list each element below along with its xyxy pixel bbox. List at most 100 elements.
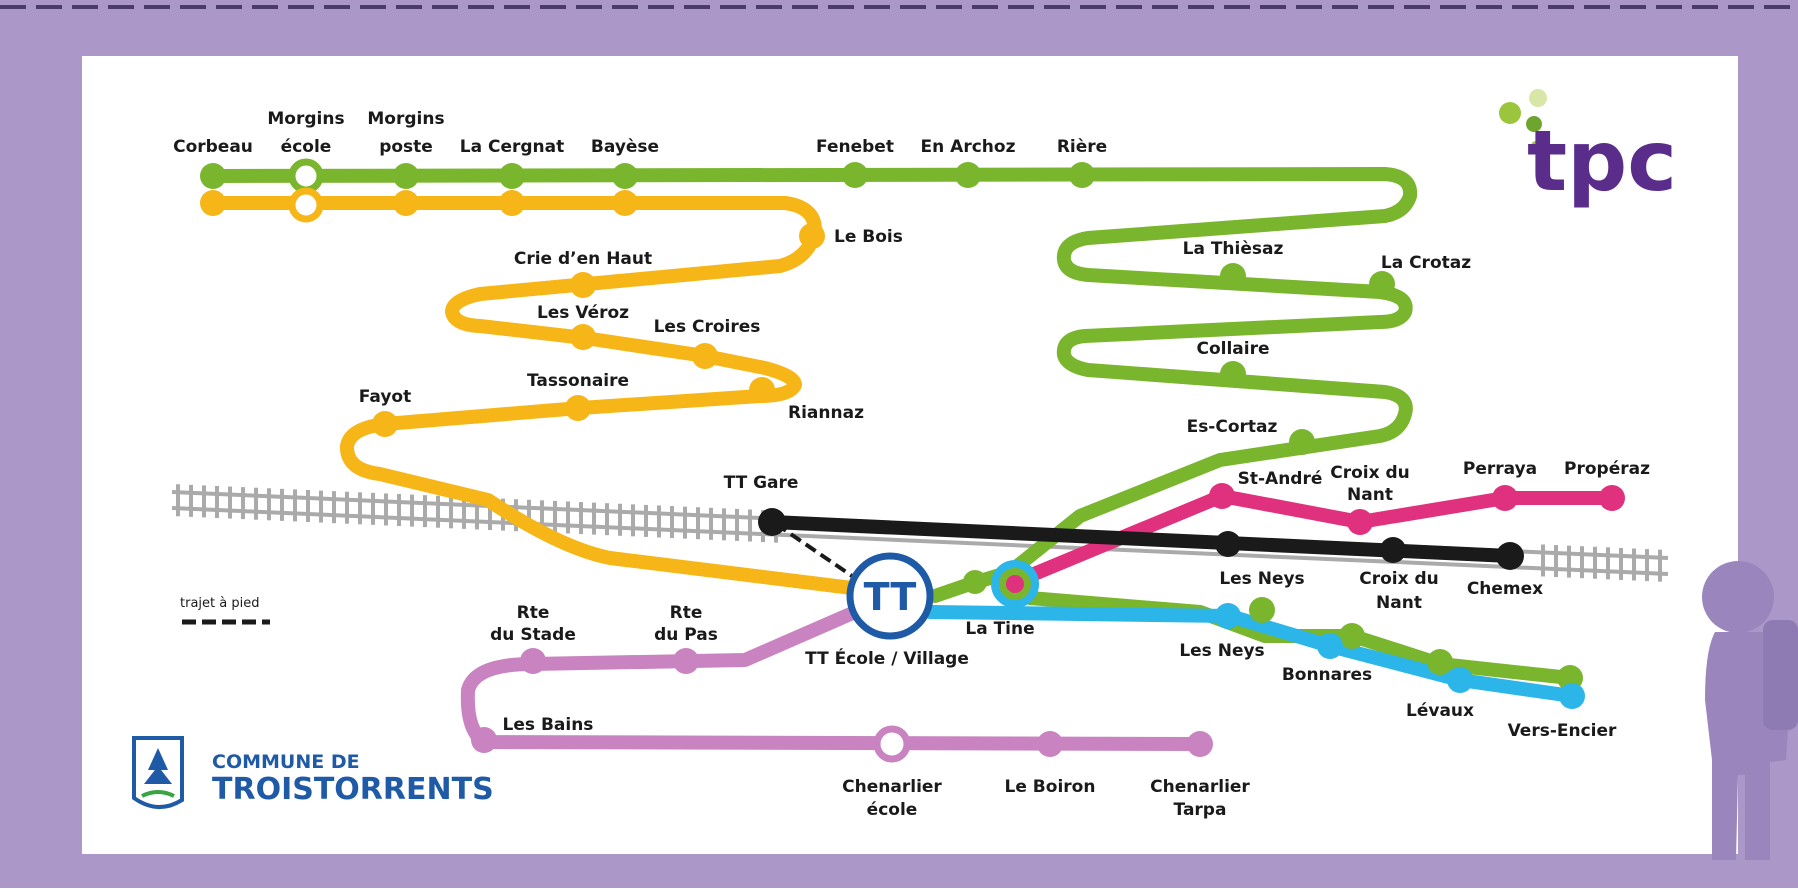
stop-properaz[interactable] bbox=[1599, 485, 1625, 511]
legend-walk-label: trajet à pied bbox=[180, 596, 259, 611]
logo-dot-3 bbox=[1526, 116, 1542, 132]
stop-rte-du-pas[interactable] bbox=[673, 648, 699, 674]
label-le-bois: Le Bois bbox=[834, 227, 903, 247]
label-corbeau: Corbeau bbox=[173, 137, 253, 157]
stop-les-croires[interactable] bbox=[692, 343, 718, 369]
label-tassonaire: Tassonaire bbox=[527, 371, 629, 391]
stop-fayot[interactable] bbox=[372, 411, 398, 437]
stop-le-boiron[interactable] bbox=[1037, 731, 1063, 757]
label-morgins-ecole-1: Morgins bbox=[267, 109, 344, 129]
stop-tt-gare[interactable] bbox=[758, 508, 786, 536]
stop-bonnares[interactable] bbox=[1317, 633, 1343, 659]
label-riannaz: Riannaz bbox=[788, 403, 864, 423]
label-chenarlier-tarpa-1: Chenarlier bbox=[1150, 777, 1250, 797]
stop-la-cergnat-orange[interactable] bbox=[499, 190, 525, 216]
label-rte-du-stade-1: Rte bbox=[517, 603, 550, 623]
stop-st-andre[interactable] bbox=[1209, 483, 1235, 509]
stop-collaire[interactable] bbox=[1220, 361, 1246, 387]
stop-riannaz[interactable] bbox=[749, 377, 775, 403]
stop-bayese-orange[interactable] bbox=[612, 190, 638, 216]
label-les-veroz: Les Véroz bbox=[537, 303, 629, 323]
stop-le-bois[interactable] bbox=[799, 223, 825, 249]
stop-la-tine-center bbox=[1006, 575, 1024, 593]
label-rte-du-stade-2: du Stade bbox=[490, 625, 576, 645]
label-le-boiron: Le Boiron bbox=[1005, 777, 1096, 797]
tpc-logo-text: tpc bbox=[1527, 112, 1677, 210]
label-les-croires: Les Croires bbox=[654, 317, 761, 337]
stop-les-neys-black[interactable] bbox=[1215, 531, 1241, 557]
stop-chenarlier-ecole[interactable] bbox=[873, 725, 911, 763]
stop-la-crotaz[interactable] bbox=[1369, 271, 1395, 297]
stop-les-neys-bottom[interactable] bbox=[1215, 603, 1241, 629]
stop-la-cergnat[interactable] bbox=[499, 163, 525, 189]
stop-levaux[interactable] bbox=[1447, 667, 1473, 693]
stop-croix-du-nant-bottom[interactable] bbox=[1380, 537, 1406, 563]
label-croix-du-nant-top-1: Croix du bbox=[1330, 463, 1410, 483]
stop-les-neys-top[interactable] bbox=[1249, 597, 1275, 623]
label-croix-du-nant-bottom-1: Croix du bbox=[1359, 569, 1439, 589]
label-bonnares: Bonnares bbox=[1282, 665, 1372, 685]
tt-hub-ring bbox=[846, 552, 934, 640]
logo-dot-1 bbox=[1529, 89, 1547, 107]
label-st-andre: St-André bbox=[1238, 469, 1323, 489]
stops-black bbox=[758, 508, 1524, 570]
logo-dot-4 bbox=[1531, 141, 1541, 151]
label-bayese: Bayèse bbox=[591, 137, 659, 157]
stop-es-cortaz[interactable] bbox=[1289, 429, 1315, 455]
stop-levaux-green[interactable] bbox=[1427, 649, 1453, 675]
stop-morgins-ecole-green[interactable] bbox=[288, 158, 324, 194]
walking-path bbox=[774, 522, 857, 580]
stop-bonnares-green[interactable] bbox=[1339, 623, 1365, 649]
label-les-neys-bottom: Les Neys bbox=[1179, 641, 1264, 661]
label-la-thiesaz: La Thièsaz bbox=[1183, 239, 1284, 259]
stop-corbeau-orange[interactable] bbox=[200, 190, 226, 216]
label-fayot: Fayot bbox=[359, 387, 411, 407]
stops-orange bbox=[200, 190, 825, 437]
label-levaux: Lévaux bbox=[1406, 701, 1474, 721]
label-la-cergnat: La Cergnat bbox=[460, 137, 564, 157]
stop-corbeau[interactable] bbox=[200, 163, 226, 189]
label-morgins-poste-1: Morgins bbox=[367, 109, 444, 129]
tpc-logo: tpc bbox=[1499, 89, 1677, 210]
stop-en-archoz[interactable] bbox=[955, 162, 981, 188]
stop-green-junction[interactable] bbox=[963, 570, 987, 594]
tt-hub[interactable]: TT bbox=[846, 552, 934, 640]
stop-les-veroz[interactable] bbox=[570, 324, 596, 350]
child-silhouette-icon bbox=[1702, 561, 1798, 860]
label-en-archoz: En Archoz bbox=[921, 137, 1016, 157]
label-properaz: Propéraz bbox=[1564, 459, 1650, 479]
label-chenarlier-ecole-2: école bbox=[867, 800, 918, 820]
stop-chemex[interactable] bbox=[1496, 542, 1524, 570]
commune-tree-icon-2 bbox=[144, 766, 172, 784]
line-orange bbox=[206, 196, 867, 596]
label-les-bains: Les Bains bbox=[503, 715, 594, 735]
stop-perraya[interactable] bbox=[1492, 485, 1518, 511]
railway-track bbox=[171, 484, 1669, 582]
stop-croix-du-nant-top[interactable] bbox=[1347, 509, 1373, 535]
label-les-neys-top: Les Neys bbox=[1219, 569, 1304, 589]
label-rte-du-pas-2: du Pas bbox=[654, 625, 718, 645]
label-rte-du-pas-1: Rte bbox=[670, 603, 703, 623]
stop-tassonaire[interactable] bbox=[565, 395, 591, 421]
stop-chenarlier-tarpa[interactable] bbox=[1187, 731, 1213, 757]
stop-bayese[interactable] bbox=[612, 163, 638, 189]
commune-logo: COMMUNE DE TROISTORRENTS bbox=[132, 736, 494, 809]
label-chenarlier-tarpa-2: Tarpa bbox=[1174, 800, 1227, 820]
label-crie-den-haut: Crie d’en Haut bbox=[514, 249, 652, 269]
label-croix-du-nant-bottom-2: Nant bbox=[1376, 593, 1422, 613]
stops-pink bbox=[1209, 483, 1625, 535]
stop-rte-du-stade[interactable] bbox=[520, 648, 546, 674]
stop-morgins-poste-orange[interactable] bbox=[393, 190, 419, 216]
stop-fenebet[interactable] bbox=[842, 162, 868, 188]
stop-crie-den-haut[interactable] bbox=[570, 272, 596, 298]
stop-morgins-ecole-orange[interactable] bbox=[288, 187, 324, 223]
stop-vers-encier[interactable] bbox=[1559, 683, 1585, 709]
tt-hub-label: TT bbox=[864, 575, 917, 619]
stop-les-bains[interactable] bbox=[471, 727, 497, 753]
commune-line-1: COMMUNE DE bbox=[212, 751, 360, 773]
label-fenebet: Fenebet bbox=[816, 137, 894, 157]
stop-morgins-poste[interactable] bbox=[393, 163, 419, 189]
stop-la-thiesaz[interactable] bbox=[1220, 263, 1246, 289]
label-morgins-poste-2: poste bbox=[379, 137, 433, 157]
stop-riere[interactable] bbox=[1069, 162, 1095, 188]
